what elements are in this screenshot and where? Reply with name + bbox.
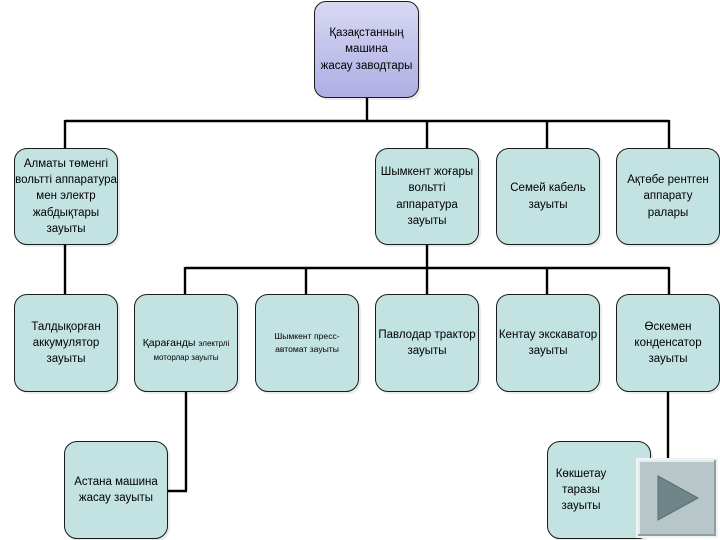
node-shymkent-hv: Шымкент жоғары вольтті аппаратура зауыты: [375, 148, 479, 245]
next-slide-button[interactable]: [636, 458, 718, 538]
node-pavlodar: Павлодар трактор зауыты: [375, 294, 479, 392]
node-shymkent-press: Шымкент пресс- автомат зауыты: [255, 294, 359, 392]
node-astana-label: Астана машина жасау зауыты: [74, 475, 158, 504]
node-kokshetau-label: Көкшетау таразы зауыты: [555, 467, 607, 513]
node-karaganda: Қарағанды электрлі моторлар зауыты: [134, 294, 238, 392]
node-taldykorgan-label: Талдықорған аккумулятор зауыты: [31, 320, 101, 366]
node-semey-label: Семей кабель зауыты: [510, 182, 586, 211]
node-karaganda-label-small: электрлі моторлар зауыты: [153, 338, 230, 363]
node-kentau: Кентау экскаватор зауыты: [496, 294, 600, 392]
node-shymkent-hv-label: Шымкент жоғары вольтті аппаратура зауыты: [380, 165, 474, 227]
node-pavlodar-label: Павлодар трактор зауыты: [378, 328, 476, 357]
node-almaty: Алматы төменгі вольтті аппаратура мен эл…: [14, 148, 118, 245]
root-node-label: Қазақстанның машина жасау заводтары: [320, 27, 413, 72]
node-shymkent-press-label: Шымкент пресс- автомат зауыты: [274, 330, 340, 354]
node-oskemen-label: Өскемен конденсатор зауыты: [634, 320, 702, 366]
node-semey: Семей кабель зауыты: [496, 148, 600, 245]
node-oskemen: Өскемен конденсатор зауыты: [616, 294, 720, 392]
node-taldykorgan: Талдықорған аккумулятор зауыты: [14, 294, 118, 392]
node-astana: Астана машина жасау зауыты: [64, 441, 168, 539]
root-node: Қазақстанның машина жасау заводтары: [314, 1, 419, 98]
play-triangle-icon: [657, 475, 700, 521]
node-aktobe-label: Ақтөбе рентген аппарату ралары: [627, 174, 709, 219]
node-aktobe: Ақтөбе рентген аппарату ралары: [616, 148, 720, 245]
node-kentau-label: Кентау экскаватор зауыты: [498, 328, 598, 357]
node-karaganda-label-main: Қарағанды: [142, 336, 199, 349]
node-kokshetau: Көкшетау таразы зауыты: [547, 441, 651, 539]
node-almaty-label: Алматы төменгі вольтті аппаратура мен эл…: [15, 157, 117, 235]
